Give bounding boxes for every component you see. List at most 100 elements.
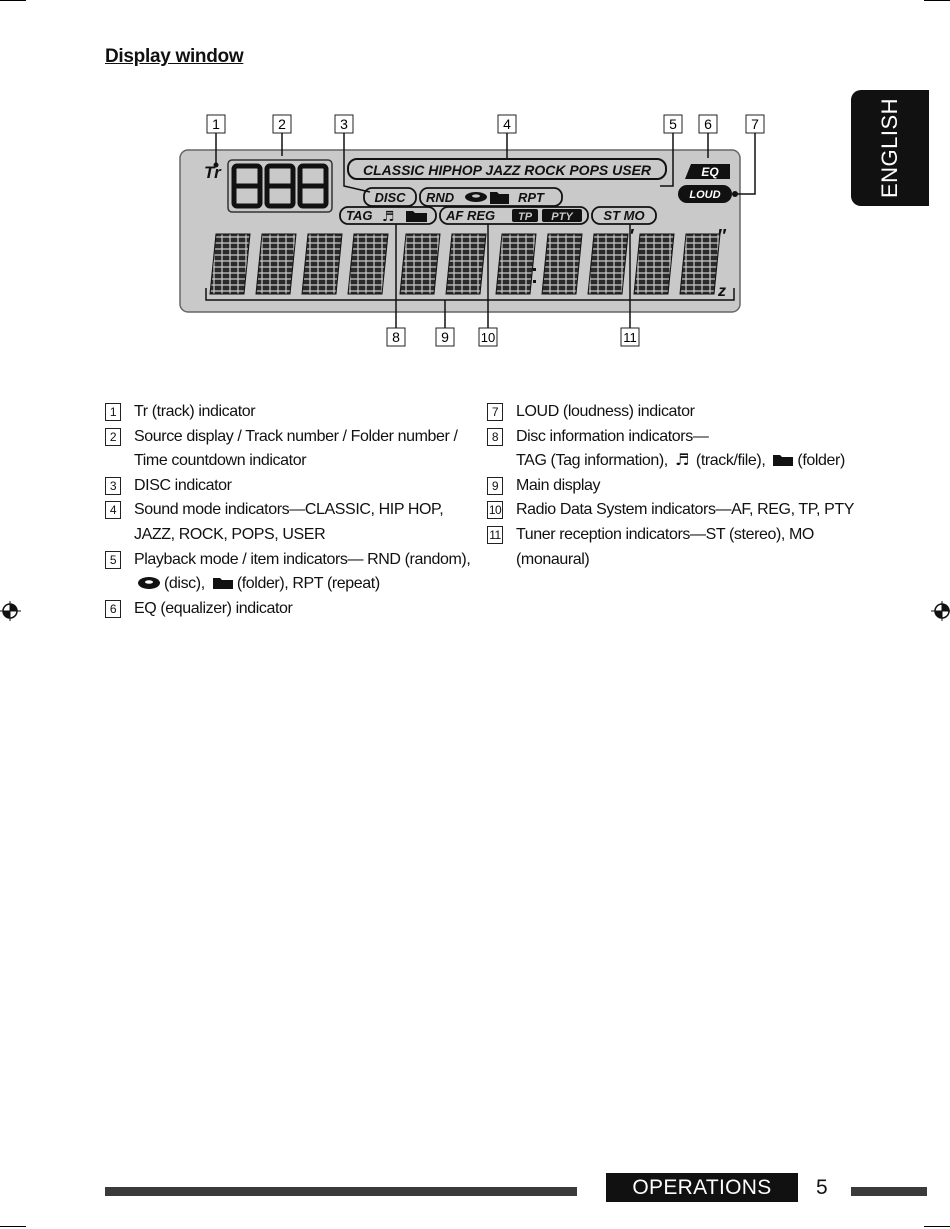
matrix-character-cell <box>587 233 629 295</box>
svg-text:6: 6 <box>704 116 712 132</box>
callout-7: 7 <box>745 114 765 134</box>
stmo-frame <box>591 206 657 225</box>
legend-item: 9 Main display <box>487 474 867 499</box>
matrix-character-cell <box>209 233 251 295</box>
legend-text: (disc), <box>164 575 205 593</box>
callout-9: 9 <box>435 327 455 347</box>
crop-mark <box>0 0 26 1</box>
main-display-matrix <box>209 233 721 295</box>
leader-lines-top <box>215 133 756 195</box>
legend-item: 6 EQ (equalizer) indicator <box>105 597 475 622</box>
legend-item: 5 Playback mode / item indicators— RND (… <box>105 548 475 597</box>
crop-mark <box>0 1226 26 1227</box>
legend-text: (track/file), <box>695 452 766 470</box>
legend-number: 11 <box>487 525 503 544</box>
callout-10: 10 <box>478 327 498 347</box>
legend-item: 7 LOUD (loudness) indicator <box>487 400 867 425</box>
svg-text:″: ″ <box>718 226 727 246</box>
svg-text:RND: RND <box>426 190 455 205</box>
svg-text:10: 10 <box>481 330 495 345</box>
legend-number: 10 <box>487 501 503 520</box>
legend-text: Source display / Track number / Folder n… <box>134 427 458 470</box>
language-tab: ENGLISH <box>851 90 929 206</box>
leader-lines-bottom <box>395 224 631 328</box>
sound-mode-frame <box>347 158 667 180</box>
crop-mark <box>924 1226 950 1227</box>
track-file-icon: ♬ <box>382 209 395 225</box>
tp-badge <box>512 209 538 222</box>
section-title: Display window <box>105 46 244 67</box>
playback-frame <box>419 187 563 207</box>
folder-icon <box>212 578 233 590</box>
svg-text:1: 1 <box>212 116 220 132</box>
callout-11: 11 <box>620 327 640 347</box>
legend-item: 10 Radio Data System indicators—AF, REG,… <box>487 498 867 523</box>
callout-4: 4 <box>497 114 517 134</box>
section-badge: OPERATIONS <box>606 1173 798 1202</box>
track-indicator: Tr <box>204 163 222 182</box>
svg-text:4: 4 <box>503 116 511 132</box>
legend-item: 8 Disc information indicators— TAG (Tag … <box>487 425 867 474</box>
svg-text:7: 7 <box>751 116 759 132</box>
svg-text:♬: ♬ <box>675 451 689 467</box>
disc-icon <box>138 577 160 590</box>
legend-text: Sound mode indicators—CLASSIC, HIP HOP, … <box>134 501 444 543</box>
legend-number: 8 <box>487 427 503 446</box>
svg-text:′: ′ <box>630 226 634 246</box>
svg-text:AF REG: AF REG <box>445 208 495 223</box>
source-digits <box>231 163 329 209</box>
legend-text: LOUD (loudness) indicator <box>516 403 695 420</box>
svg-text:EQ: EQ <box>701 165 719 179</box>
matrix-character-cell <box>399 233 441 295</box>
footer-rule-left <box>105 1187 577 1196</box>
registration-mark <box>931 601 950 621</box>
eq-badge <box>685 164 730 179</box>
svg-text:8: 8 <box>392 329 400 345</box>
legend-text: Playback mode / item indicators— RND (ra… <box>134 550 471 568</box>
callout-1: 1 <box>206 114 226 134</box>
display-window-diagram: 1 2 3 4 5 6 7 Tr <box>179 114 765 347</box>
legend-number: 4 <box>105 501 121 520</box>
legend-text: DISC indicator <box>134 476 232 494</box>
legend-text: Main display <box>516 476 601 494</box>
legend-item: 11 Tuner reception indicators—ST (stereo… <box>487 523 867 572</box>
rds-frame <box>439 206 589 225</box>
legend-text: EQ (equalizer) indicator <box>134 599 293 617</box>
tag-frame <box>339 206 437 225</box>
legend-item: 2 Source display / Track number / Folder… <box>105 425 475 474</box>
matrix-character-cell <box>633 233 675 295</box>
svg-text:9: 9 <box>441 329 449 345</box>
legend-text: Disc information indicators— <box>516 427 709 445</box>
matrix-character-cell <box>495 233 537 295</box>
legend-text: Radio Data System indicators—AF, REG, TP… <box>516 501 854 519</box>
matrix-character-cell <box>301 233 343 295</box>
matrix-character-cell <box>541 233 583 295</box>
callout-5: 5 <box>663 114 683 134</box>
loud-badge <box>678 185 732 203</box>
matrix-character-cell <box>347 233 389 295</box>
footer-rule-right <box>851 1187 927 1196</box>
svg-text:11: 11 <box>623 330 637 345</box>
legend-right: 7 LOUD (loudness) indicator 8 Disc infor… <box>487 400 867 572</box>
svg-text:PTY: PTY <box>551 211 574 223</box>
legend-item: 3 DISC indicator <box>105 474 475 499</box>
page-number: 5 <box>816 1176 828 1199</box>
legend-number: 6 <box>105 599 121 618</box>
registration-mark <box>0 601 21 621</box>
svg-text:TAG: TAG <box>346 208 372 223</box>
legend-text: TAG (Tag information), <box>516 452 668 470</box>
svg-text:RPT: RPT <box>518 190 545 205</box>
legend-left: 1 Tr (track) indicator 2 Source display … <box>105 400 475 621</box>
track-file-icon: ♬ <box>675 451 689 467</box>
svg-text:TP: TP <box>518 211 533 223</box>
matrix-character-cell <box>679 233 721 295</box>
callout-2: 2 <box>272 114 292 134</box>
legend-text: (folder), RPT (repeat) <box>236 575 380 593</box>
legend-item: 1 Tr (track) indicator <box>105 400 475 425</box>
svg-text:DISC: DISC <box>374 190 406 205</box>
language-tab-label: ENGLISH <box>877 97 902 199</box>
matrix-character-cell <box>255 233 297 295</box>
svg-text:5: 5 <box>669 116 677 132</box>
legend-number: 5 <box>105 550 121 569</box>
svg-text:ST MO: ST MO <box>603 208 644 223</box>
